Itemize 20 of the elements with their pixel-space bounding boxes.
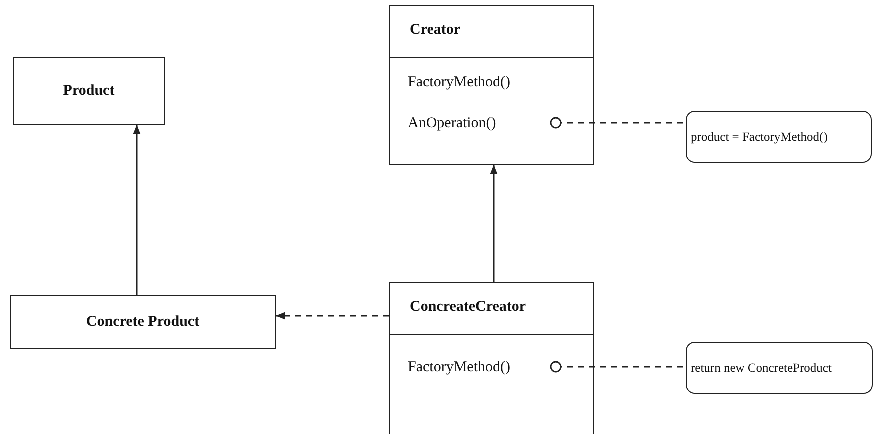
method-name: FactoryMethod()	[408, 74, 510, 92]
class-name: Concrete Product	[86, 314, 200, 330]
method-name: FactoryMethod()	[408, 360, 510, 376]
class-name: Product	[63, 82, 115, 100]
class-box	[13, 57, 165, 125]
method-name: AnOperation()	[408, 116, 496, 132]
note-box	[686, 111, 872, 163]
class-name: Creator	[410, 22, 461, 39]
class-box	[389, 5, 594, 165]
class-name: ConcreateCreator	[410, 299, 526, 316]
dependency-arrow	[276, 312, 389, 320]
note-connector	[550, 361, 686, 373]
inheritance-arrow	[133, 125, 141, 295]
note-connector	[550, 117, 686, 129]
note-text: return new ConcreteProduct	[691, 360, 832, 376]
note-box	[686, 342, 873, 394]
class-box	[389, 282, 594, 434]
class-box	[10, 295, 276, 349]
inheritance-arrow	[490, 165, 498, 282]
note-text: product = FactoryMethod()	[691, 130, 828, 144]
